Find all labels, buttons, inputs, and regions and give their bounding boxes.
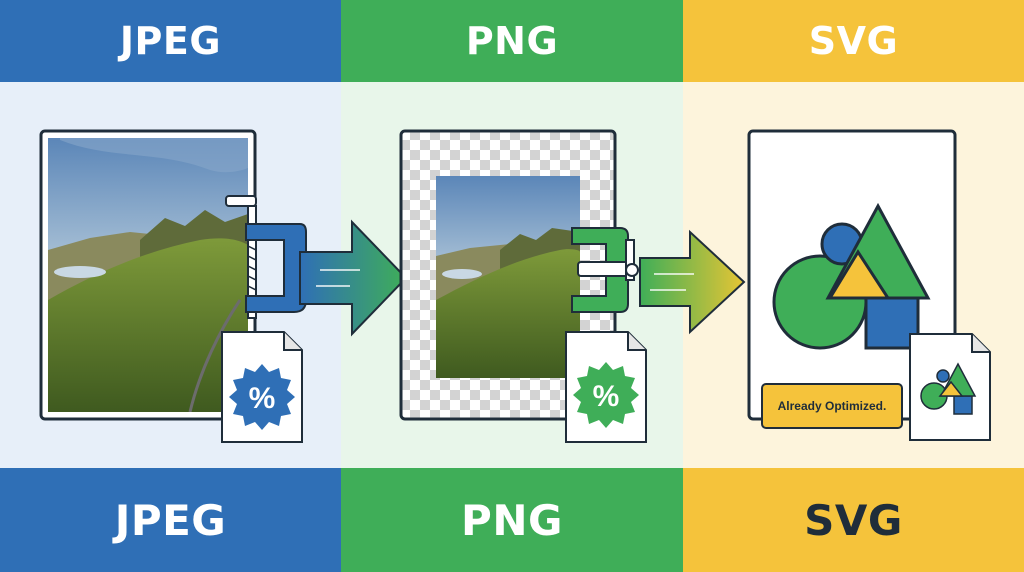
png-top-label: PNG bbox=[465, 19, 559, 63]
svg-bottom-band: SVG bbox=[683, 468, 1024, 572]
svg-file-icon bbox=[909, 333, 991, 441]
already-optimized-label: Already Optimized. bbox=[777, 399, 887, 413]
png-top-band: PNG bbox=[341, 0, 683, 82]
geometric-shapes-icon bbox=[772, 202, 931, 350]
arrow-right-icon-2 bbox=[639, 229, 746, 335]
png-percent-badge-icon bbox=[573, 362, 639, 428]
svg-bottom-label: SVG bbox=[804, 495, 903, 545]
svg-top-label: SVG bbox=[808, 19, 899, 63]
png-clamp-icon bbox=[571, 227, 639, 313]
jpeg-bottom-label: JPEG bbox=[114, 495, 227, 545]
arrow-right-icon bbox=[299, 219, 408, 337]
jpeg-bottom-band: JPEG bbox=[0, 468, 341, 572]
landscape-photo-transparent bbox=[436, 176, 580, 378]
already-optimized-badge bbox=[761, 383, 903, 429]
jpeg-percent-badge-icon bbox=[229, 364, 295, 430]
jpeg-image-frame bbox=[39, 129, 257, 421]
svg-top-band: SVG bbox=[683, 0, 1024, 82]
png-bottom-band: PNG bbox=[341, 468, 683, 572]
jpeg-top-label: JPEG bbox=[119, 19, 222, 63]
jpeg-top-band: JPEG bbox=[0, 0, 341, 82]
jpeg-clamp-icon bbox=[225, 195, 307, 319]
png-bottom-label: PNG bbox=[461, 495, 563, 545]
jpeg-percent-text: % bbox=[249, 382, 276, 415]
png-percent-text: % bbox=[593, 380, 620, 413]
landscape-photo bbox=[48, 138, 248, 412]
